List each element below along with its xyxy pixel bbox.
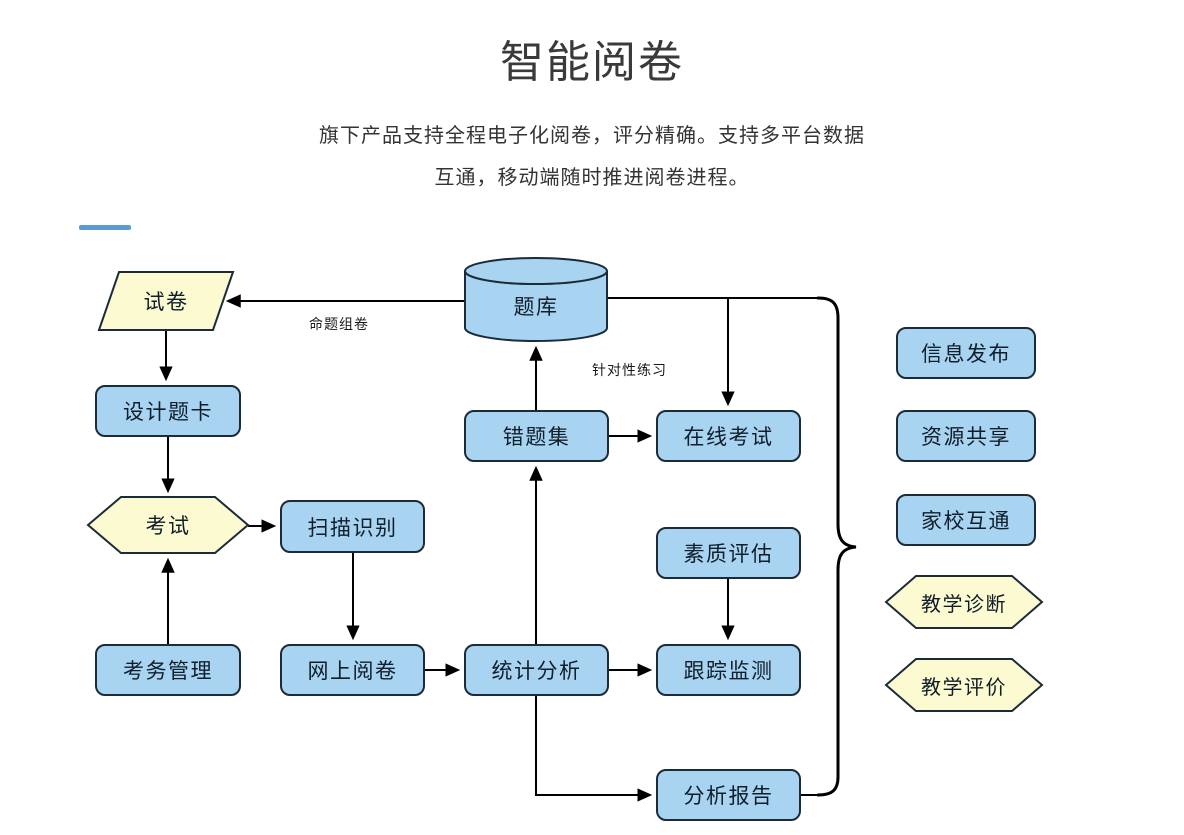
node-online-exam: 在线考试 — [656, 410, 801, 462]
node-resource-sharing: 资源共享 — [896, 410, 1036, 462]
exam-hexagon — [86, 496, 250, 554]
question-bank-cylinder — [464, 257, 608, 342]
node-design-answer-card: 设计题卡 — [95, 385, 241, 437]
page-subtitle-line-2: 互通，移动端随时推进阅卷进程。 — [434, 167, 750, 189]
exam-paper-parallelogram — [97, 271, 235, 331]
teaching-evaluation-hexagon — [884, 658, 1044, 712]
node-tracking-monitoring: 跟踪监测 — [656, 644, 801, 696]
node-statistical-analysis: 统计分析 — [464, 644, 609, 696]
edge-label-targeted-practice: 针对性练习 — [592, 362, 667, 378]
node-wrong-question-set: 错题集 — [464, 410, 609, 462]
node-home-school-link: 家校互通 — [896, 494, 1036, 546]
node-online-marking: 网上阅卷 — [280, 644, 425, 696]
edge-label-proposition-paper-assembly: 命题组卷 — [309, 316, 369, 332]
decorative-blue-dash — [79, 225, 131, 230]
node-analysis-report: 分析报告 — [656, 769, 801, 821]
right-curly-brace — [816, 296, 857, 797]
teaching-diagnosis-hexagon — [884, 575, 1044, 629]
node-exam-affairs-management: 考务管理 — [95, 644, 241, 696]
page-subtitle-line-1: 旗下产品支持全程电子化阅卷，评分精确。支持多平台数据 — [319, 125, 865, 147]
node-info-release: 信息发布 — [896, 327, 1036, 379]
node-scan-recognition: 扫描识别 — [280, 500, 425, 553]
node-quality-assessment: 素质评估 — [656, 527, 801, 579]
edge-statistics-to-report — [535, 696, 653, 802]
page-title: 智能阅卷 — [500, 38, 684, 87]
